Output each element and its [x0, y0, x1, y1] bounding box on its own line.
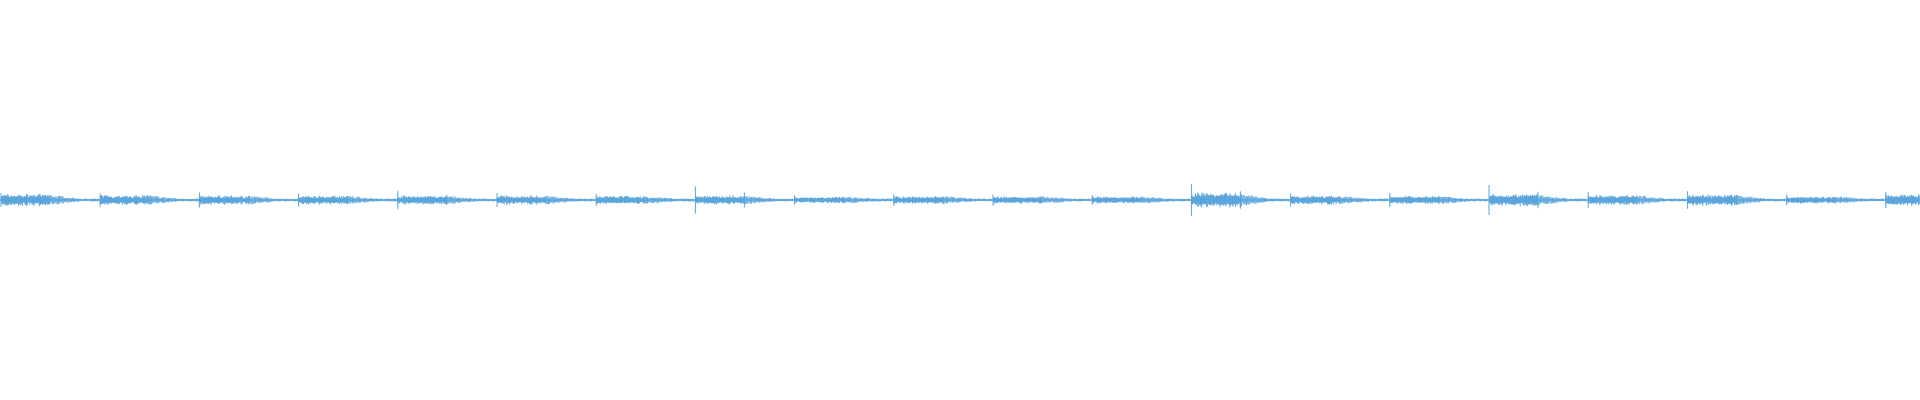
waveform-burst	[1885, 192, 1920, 208]
waveform-burst	[397, 190, 497, 210]
waveform-burst	[595, 193, 694, 207]
waveform-burst	[1686, 191, 1785, 209]
waveform-burst	[893, 194, 992, 206]
waveform-burst	[1488, 185, 1587, 215]
waveform-burst	[0, 192, 99, 208]
waveform-burst	[298, 193, 398, 207]
waveform-burst	[1786, 194, 1885, 206]
waveform-burst	[1290, 193, 1389, 207]
waveform-bursts	[0, 184, 1920, 216]
waveform-burst	[99, 193, 199, 207]
waveform-burst	[794, 195, 893, 205]
waveform-burst	[992, 194, 1091, 206]
waveform-burst	[1389, 192, 1488, 208]
waveform-burst	[198, 192, 299, 208]
waveform-burst	[1190, 184, 1289, 216]
waveform-burst	[694, 186, 793, 214]
waveform-burst	[1587, 192, 1686, 208]
waveform-burst	[496, 192, 595, 208]
waveform-burst	[1091, 195, 1190, 205]
